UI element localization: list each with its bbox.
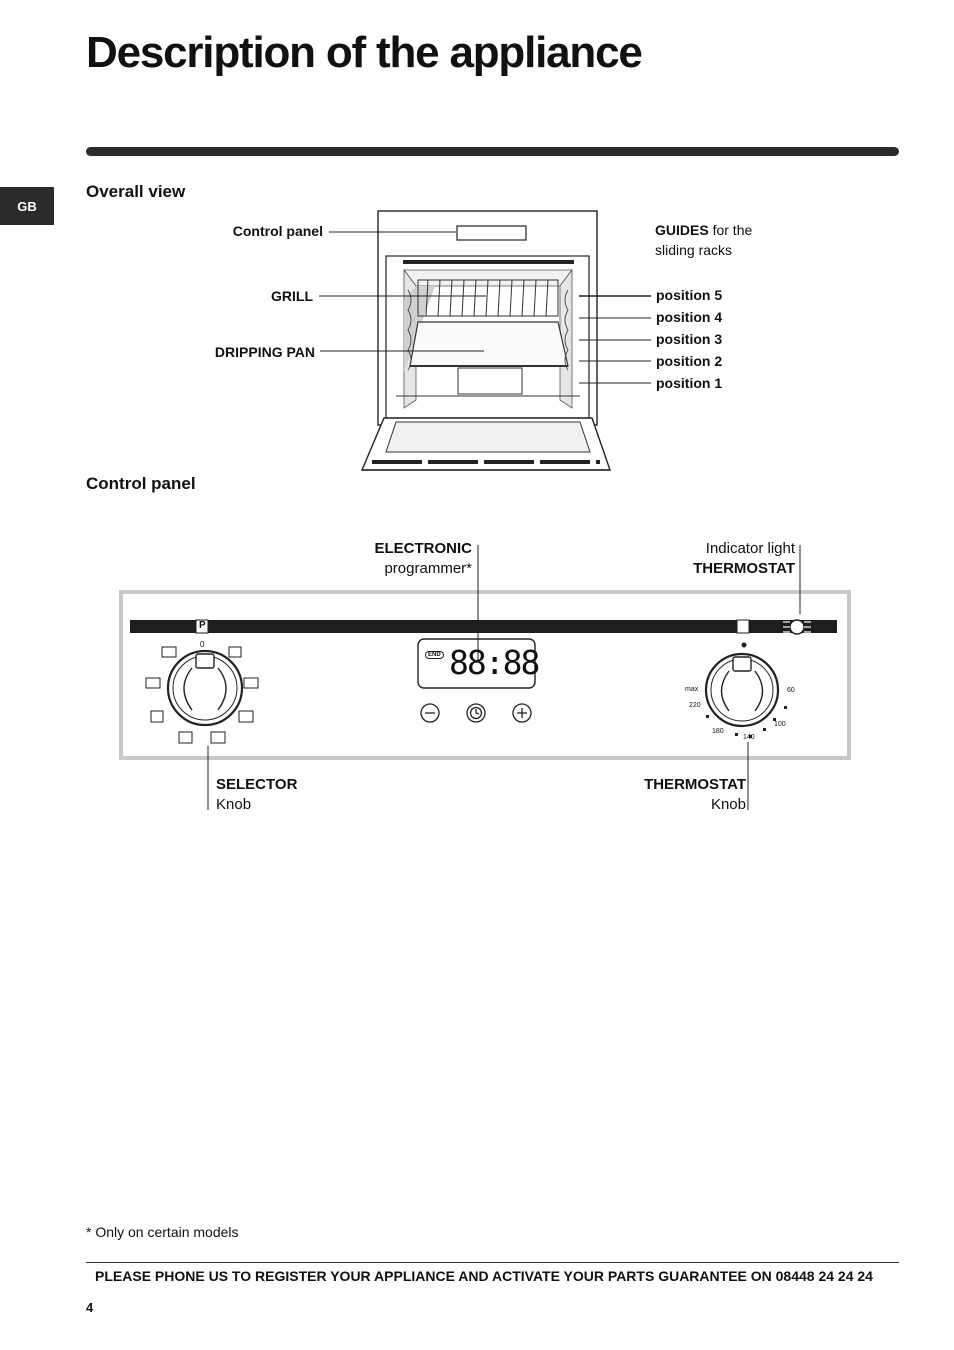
label-guides: GUIDES for the sliding racks [655, 220, 795, 260]
label-position-4: position 4 [656, 309, 723, 325]
label-control-panel: Control panel [232, 223, 323, 239]
thermo-140: 140 [743, 734, 755, 741]
selector-rest: Knob [216, 796, 252, 813]
thermo-60: 60 [787, 687, 795, 694]
callout-selector-knob: SELECTOR Knob [216, 775, 297, 815]
thermo-220: 220 [689, 702, 701, 709]
guides-bold: GUIDES [655, 222, 709, 238]
guides-rest: for the sliding racks [655, 222, 753, 258]
callout-electronic-programmer: ELECTRONIC programmer* [330, 539, 473, 579]
label-position-5: position 5 [656, 287, 723, 303]
page-number: 4 [86, 1300, 94, 1315]
thermostat-knob-drawing [704, 642, 780, 728]
title-rule [86, 147, 899, 156]
label-grill: GRILL [271, 288, 313, 304]
thermo-180: 180 [712, 728, 724, 735]
callout-thermostat-knob: THERMOSTAT Knob [600, 775, 746, 815]
panel-p-mark: P [199, 620, 206, 631]
footnote: * Only on certain models [86, 1224, 239, 1240]
programmer-display [417, 638, 536, 689]
electronic-rest: programmer* [384, 560, 472, 577]
selector-knob-drawing [166, 649, 244, 727]
indicator-bold: THERMOSTAT [693, 560, 795, 577]
footer-rule [86, 1262, 899, 1263]
display-end: END [425, 651, 444, 659]
label-position-3: position 3 [656, 331, 723, 347]
indicator-light-circle [789, 619, 805, 635]
control-panel-heading: Control panel [86, 474, 196, 493]
indicator-rest: Indicator light [705, 540, 795, 557]
electronic-bold: ELECTRONIC [374, 540, 473, 557]
display-digits: 88:88 [449, 643, 540, 682]
overall-view-heading: Overall view [86, 182, 186, 201]
selector-bold: SELECTOR [216, 776, 298, 793]
thermostat-rest: Knob [710, 796, 746, 813]
oven-display-window [456, 225, 527, 241]
page-title: Description of the appliance [86, 28, 643, 77]
thermostat-bold: THERMOSTAT [644, 776, 746, 793]
label-position-2: position 2 [656, 353, 723, 369]
thermo-100: 100 [774, 721, 786, 728]
label-position-1: position 1 [656, 375, 723, 391]
control-panel-strip [130, 620, 837, 633]
footer-notice: PLEASE PHONE US TO REGISTER YOUR APPLIAN… [95, 1268, 873, 1284]
language-tab: GB [0, 187, 54, 225]
selector-zero: 0 [200, 640, 205, 649]
programmer-buttons [420, 703, 532, 723]
label-dripping-pan: DRIPPING PAN [214, 344, 315, 360]
thermo-max: max [685, 686, 699, 693]
callout-indicator-light: Indicator light THERMOSTAT [640, 539, 795, 579]
